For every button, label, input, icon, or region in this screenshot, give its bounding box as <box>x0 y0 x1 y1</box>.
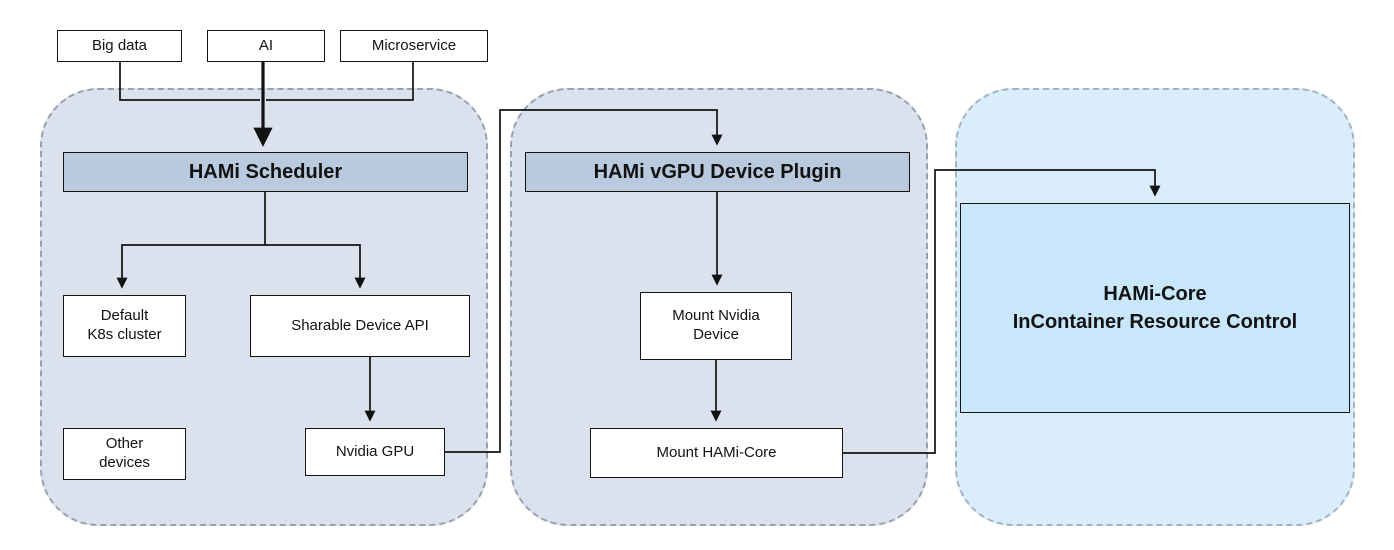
node-ai: AI <box>207 30 325 62</box>
node-hami-core-resource-control: HAMi-Core InContainer Resource Control <box>960 203 1350 413</box>
node-mount-nvidia-device: Mount Nvidia Device <box>640 292 792 360</box>
node-mount-hami-core: Mount HAMi-Core <box>590 428 843 478</box>
node-nvidia-gpu: Nvidia GPU <box>305 428 445 476</box>
node-default-k8s-cluster: Default K8s cluster <box>63 295 186 357</box>
node-microservice: Microservice <box>340 30 488 62</box>
node-other-devices: Other devices <box>63 428 186 480</box>
node-big-data: Big data <box>57 30 182 62</box>
node-vgpu-device-plugin-header: HAMi vGPU Device Plugin <box>525 152 910 192</box>
node-sharable-device-api: Sharable Device API <box>250 295 470 357</box>
node-hami-scheduler-header: HAMi Scheduler <box>63 152 468 192</box>
